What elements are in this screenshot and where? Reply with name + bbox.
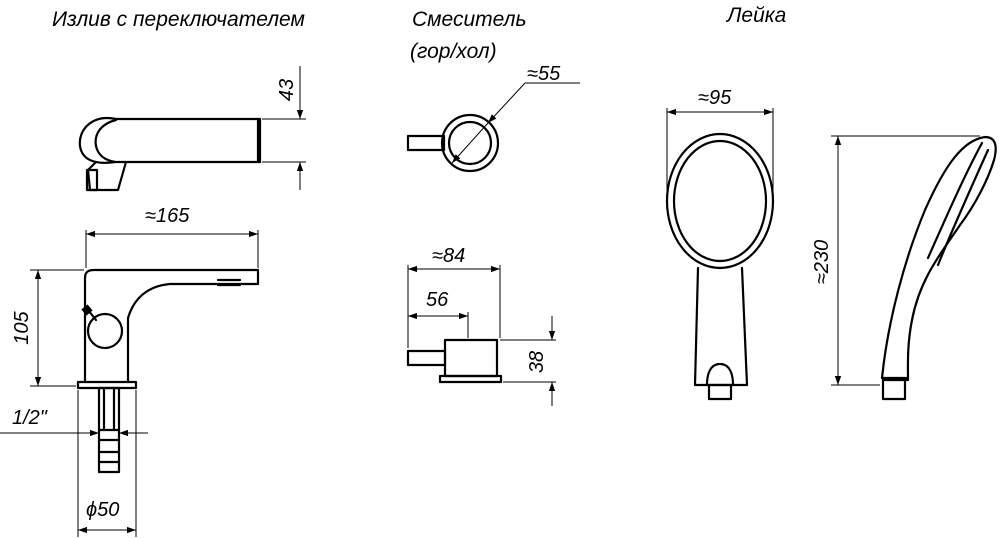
dim-spout-length: ≈165 [145, 205, 190, 227]
title-handshower: Лейка [725, 4, 786, 27]
title-mixer-subtitle: (гор/хол) [410, 40, 497, 63]
dim-spout-base-diameter: ϕ50 [86, 499, 119, 521]
dim-mixer-height: 38 [526, 351, 548, 373]
dim-mixer-diameter: ≈55 [527, 63, 561, 85]
title-mixer: Смеситель [412, 8, 527, 31]
handshower-front-view [665, 108, 775, 401]
dim-shower-width: ≈95 [698, 87, 732, 109]
spout-top-view [78, 66, 306, 192]
handshower-side-view [831, 135, 997, 401]
mixer-top-view [406, 82, 580, 173]
dim-shower-length: ≈230 [811, 240, 833, 284]
title-spout: Излив с переключателем [52, 8, 305, 31]
dim-mixer-length: ≈84 [432, 245, 465, 267]
dim-spout-thread: 1/2" [12, 407, 48, 429]
spout-side-view [0, 230, 260, 537]
mixer-side-view [406, 265, 556, 406]
dim-spout-height: 105 [11, 310, 33, 344]
dim-mixer-handle-length: 56 [426, 289, 449, 311]
dim-spout-top-height: 43 [276, 79, 298, 101]
